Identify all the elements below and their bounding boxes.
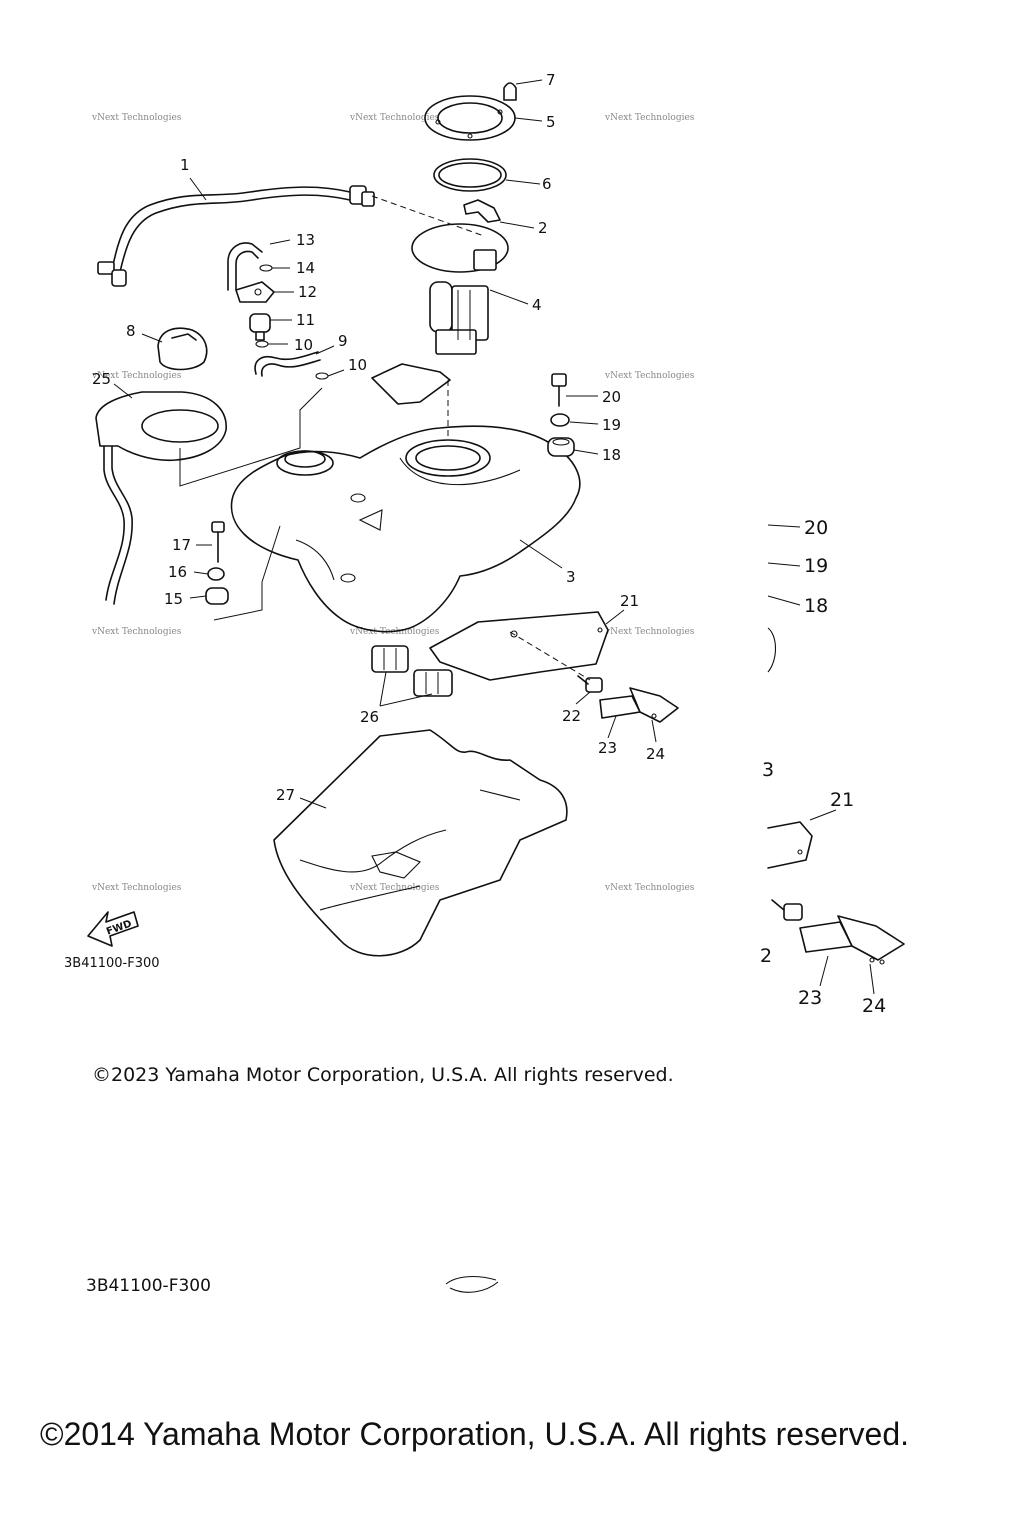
callout-10b: 10 [348, 356, 367, 374]
ghost-callout-22: 2 [760, 945, 772, 967]
callout-2: 2 [538, 219, 548, 237]
callout-27: 27 [276, 786, 295, 804]
part-7-cap [503, 82, 517, 101]
watermark: vNext Technologies [91, 371, 182, 381]
ghost-callout-19: 19 [804, 555, 828, 577]
callout-12: 12 [298, 283, 317, 301]
callout-25: 25 [92, 370, 111, 388]
part-19-collar [550, 413, 570, 427]
part-6-gasket [433, 158, 507, 192]
leader-lines [113, 79, 657, 809]
callout-26: 26 [360, 708, 379, 726]
part-27-cover [273, 729, 568, 957]
part-13-hose [227, 242, 263, 291]
part-10-clamp [255, 340, 269, 348]
part-15-grommet [205, 587, 229, 605]
part-20-bolt [551, 373, 567, 407]
callout-24: 24 [646, 745, 665, 763]
ghost-overlay [445, 524, 905, 1293]
copyright-2023: ©2023 Yamaha Motor Corporation, U.S.A. A… [92, 1064, 674, 1086]
part-26-dampers [371, 645, 453, 697]
callout-9: 9 [338, 332, 348, 350]
ghost-callout-24: 24 [862, 995, 886, 1017]
part-5-plate [424, 95, 516, 141]
callout-6: 6 [542, 175, 552, 193]
watermarks: vNext Technologies vNext Technologies vN… [91, 113, 695, 893]
part-10b-clamp [315, 372, 329, 380]
part-25-tray [95, 391, 227, 605]
copyright-2014: ©2014 Yamaha Motor Corporation, U.S.A. A… [40, 1416, 910, 1452]
callout-7: 7 [546, 71, 556, 89]
ghost-callout-23: 23 [798, 987, 822, 1009]
ghost-callout-18: 18 [804, 595, 828, 617]
callout-3: 3 [566, 568, 576, 586]
part-16-collar [207, 567, 225, 581]
watermark: vNext Technologies [604, 883, 695, 893]
ghost-callout-20: 20 [804, 517, 828, 539]
callout-22: 22 [562, 707, 581, 725]
callout-1: 1 [180, 156, 190, 174]
part-1-hose [97, 185, 375, 287]
callout-19: 19 [602, 416, 621, 434]
callout-18: 18 [602, 446, 621, 464]
callout-13: 13 [296, 231, 315, 249]
watermark: vNext Technologies [91, 883, 182, 893]
callout-17: 17 [172, 536, 191, 554]
callout-23: 23 [598, 739, 617, 757]
callout-16: 16 [168, 563, 187, 581]
callouts: 7 5 6 2 4 1 13 14 12 11 10 9 10 8 25 20 … [92, 71, 665, 804]
watermark: vNext Technologies [91, 113, 182, 123]
part-8-fuel-cap [157, 327, 208, 371]
ghost-callout-3: 3 [762, 759, 774, 781]
callout-21: 21 [620, 592, 639, 610]
drawing-code-ghost: 3B41100-F300 [86, 1276, 211, 1296]
part-2-clip [463, 199, 501, 223]
callout-8: 8 [126, 322, 136, 340]
part-17-bolt [211, 521, 225, 563]
callout-5: 5 [546, 113, 556, 131]
fwd-arrow-icon: FWD [87, 911, 139, 947]
part-22-bolt [577, 675, 603, 693]
part-23-24-plates [599, 687, 679, 723]
drawing-code: 3B41100-F300 [64, 956, 160, 971]
callout-4: 4 [532, 296, 542, 314]
callout-15: 15 [164, 590, 183, 608]
watermark: vNext Technologies [604, 371, 695, 381]
part-18-grommet [547, 437, 575, 457]
ghost-callout-21: 21 [830, 789, 854, 811]
part-14-clamp [259, 264, 273, 272]
ghost-callouts: 20 19 18 3 21 2 23 24 [760, 517, 886, 1017]
part-11-valve [249, 313, 271, 341]
callout-11: 11 [296, 311, 315, 329]
watermark: vNext Technologies [604, 627, 695, 637]
callout-14: 14 [296, 259, 315, 277]
callout-10: 10 [294, 336, 313, 354]
part-21-bracket [429, 611, 609, 681]
pump-filter [371, 363, 451, 405]
part-4-fuel-pump [411, 223, 509, 355]
watermark: vNext Technologies [349, 113, 440, 123]
part-12-bracket [235, 281, 275, 303]
watermark: vNext Technologies [91, 627, 182, 637]
watermark: vNext Technologies [604, 113, 695, 123]
watermark: vNext Technologies [349, 883, 440, 893]
callout-20: 20 [602, 388, 621, 406]
part-9-hose [254, 351, 321, 377]
part-3-fuel-tank [230, 425, 581, 633]
